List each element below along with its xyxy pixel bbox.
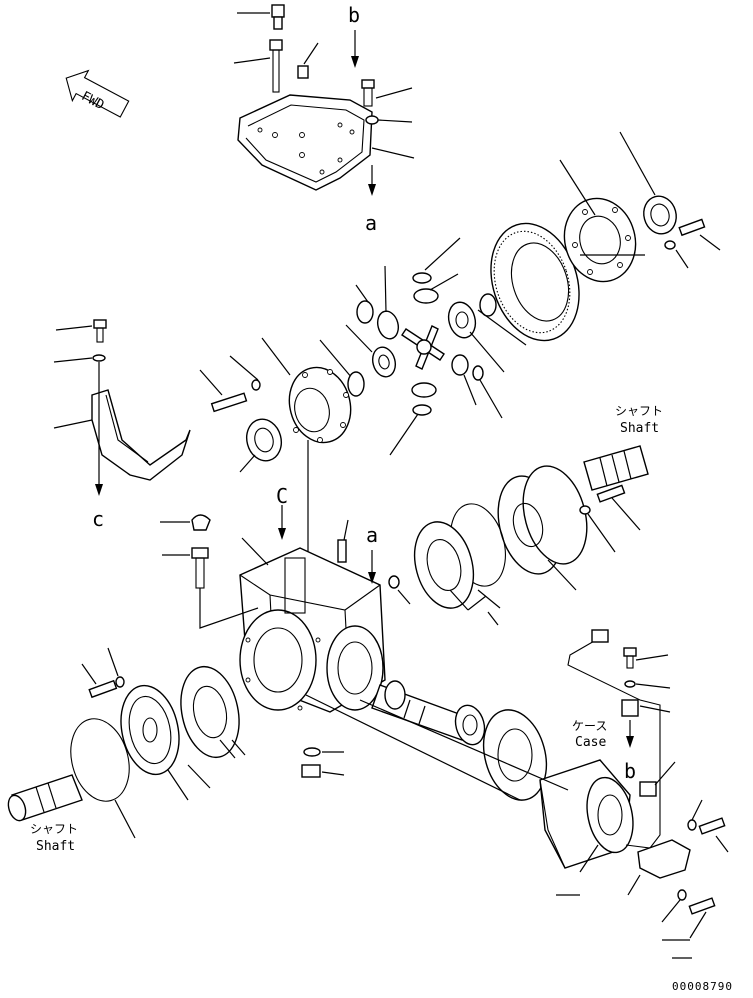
output-shaft-left — [7, 774, 83, 822]
leader-lines-left-drum — [81, 647, 246, 839]
ref-a-label-top: a — [365, 211, 377, 235]
guard-bracket — [91, 389, 191, 481]
bolt-left-diff — [210, 379, 261, 413]
bolt-top-right — [664, 218, 706, 250]
diff-case-left — [288, 366, 352, 444]
ref-c-arrowhead-housing — [278, 528, 286, 540]
leader-lines-bottom-right — [556, 799, 729, 959]
ref-b-arrowhead-top — [351, 56, 359, 68]
housing-dowel — [337, 539, 347, 563]
leader-sensor-to-housing — [199, 588, 259, 629]
rear-bracket — [637, 839, 691, 879]
breather-tube — [567, 629, 661, 849]
long-bolt — [269, 39, 283, 93]
ref-c-label-housing: C — [276, 484, 288, 508]
case-jp: ケース — [572, 719, 607, 733]
leader-clamp-lower — [654, 761, 676, 786]
pinion-gear-bottom — [411, 382, 437, 416]
leader-bracket-washer — [53, 357, 93, 363]
ref-a-label-housing: a — [366, 523, 378, 547]
side-gear-left — [371, 346, 397, 378]
dowel-pin — [297, 65, 309, 79]
tube-clamp — [621, 699, 657, 797]
ref-b-arrowhead-lower — [626, 736, 634, 748]
retainer-plate — [482, 709, 548, 801]
ref-a-arrowhead-top — [368, 184, 376, 196]
bearing-left-diff — [246, 418, 282, 462]
bolt-right-drum — [579, 484, 626, 515]
leader-lines-top — [233, 12, 415, 159]
ring-gear — [490, 222, 580, 342]
shaft-top-en: Shaft — [620, 421, 659, 436]
leader-drain-plug — [321, 771, 345, 776]
brake-drum-left — [120, 684, 180, 776]
ref-b-label-lower: b — [624, 759, 636, 783]
differential-spider — [401, 325, 445, 370]
leader-clamp-washer — [635, 683, 671, 689]
brake-drum-right — [497, 465, 588, 575]
bracket-bolt — [92, 319, 107, 362]
leader-housing-plug — [397, 589, 411, 605]
leader-clamp-bolt — [635, 654, 669, 661]
ref-c-arrowhead-lower — [95, 484, 103, 496]
side-gear-right — [447, 293, 497, 381]
output-shaft-top — [583, 445, 649, 491]
transfer-housing — [239, 547, 386, 713]
ref-c-label-lower: c — [92, 507, 104, 531]
diff-case-half — [563, 197, 637, 283]
shaft-left-jp: シャフト — [30, 822, 78, 836]
bearing-top-right — [643, 195, 677, 235]
bolt-bottom-right — [677, 817, 726, 915]
pinion-gear-small — [356, 300, 400, 340]
leader-bracket — [53, 419, 93, 429]
drawing-number: 00008790 — [672, 980, 733, 993]
pinion-shaft — [371, 680, 471, 741]
o-ring-left — [70, 718, 130, 802]
snap-ring — [347, 371, 365, 397]
housing-plug — [388, 575, 400, 589]
leader-housing — [241, 537, 269, 566]
pinion-gear-top — [412, 272, 439, 304]
breather-plug — [271, 4, 285, 30]
leader-lines-spider — [319, 237, 527, 456]
bearing-pinion — [454, 704, 486, 746]
shaft-top-jp: シャフト — [615, 404, 663, 418]
case-en: Case — [575, 735, 606, 750]
leader-lines-right-drum — [449, 497, 641, 626]
clamp-bolt — [623, 647, 637, 688]
top-cover-plate — [237, 94, 373, 191]
drain-plug — [301, 747, 321, 778]
leader-tube-clamp — [639, 705, 671, 713]
fwd-arrow — [65, 69, 130, 118]
leader-dowel — [343, 519, 349, 541]
bolt-left-drum — [88, 676, 125, 699]
ref-b-label-top: b — [348, 3, 360, 27]
speed-sensor — [191, 547, 209, 589]
leader-lines-upper-right — [559, 131, 721, 269]
shaft-left-en: Shaft — [36, 839, 75, 854]
leader-bracket-bolt — [55, 325, 93, 331]
ref-a-arrowhead-housing — [368, 572, 376, 584]
shim-left — [180, 665, 240, 759]
dome-cap — [191, 514, 211, 531]
shim-right — [413, 521, 475, 609]
fwd-label: FWD — [79, 89, 107, 113]
leader-pinion-to-case — [359, 699, 569, 791]
leader-housing-to-case — [305, 694, 521, 801]
